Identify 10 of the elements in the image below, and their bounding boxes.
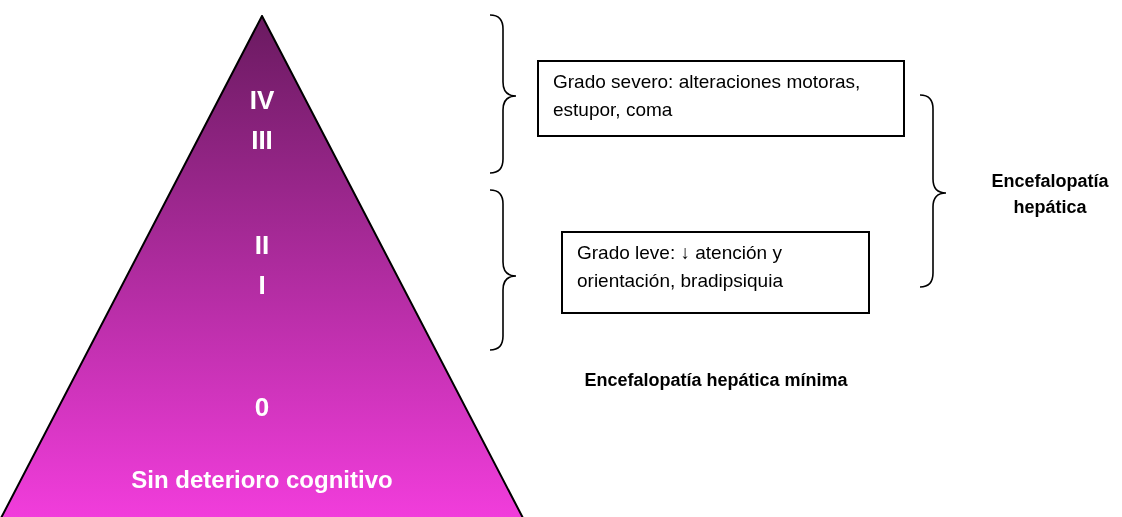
grade-label: I	[258, 270, 266, 301]
grade-label: IV	[249, 85, 275, 116]
text-box: Grado severo: alteraciones motoras, estupor, coma	[537, 60, 905, 137]
text-box: Grado leve: ↓ atención y orientación, bradipsiquia	[561, 231, 870, 314]
group-label: Encefalopatía hepática mínima	[583, 369, 849, 392]
grade-label: II	[254, 230, 270, 261]
pyramid-label: Sin deterioro cognitivo	[131, 466, 393, 494]
group-label: Encefalopatía hepática	[990, 170, 1110, 219]
grade-label: 0	[254, 392, 270, 423]
grade-label: III	[251, 125, 273, 156]
